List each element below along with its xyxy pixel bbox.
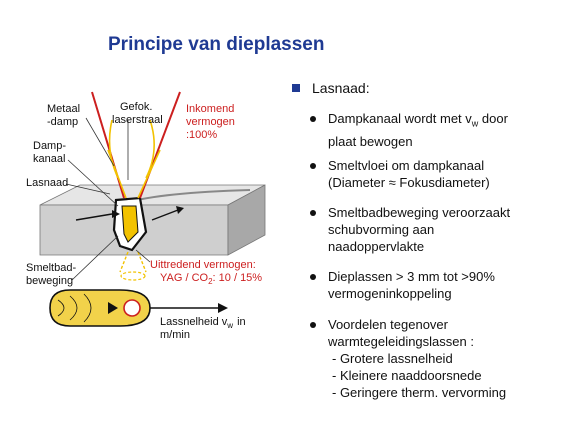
exit-beam-ellipse [120, 271, 146, 281]
speed-arrowhead [218, 303, 228, 313]
bullet-text: Smeltbadbeweging veroorzaakt [328, 205, 511, 220]
flow-arrowhead [108, 302, 118, 314]
label-gefok-1: Gefok. [120, 101, 152, 113]
leader-lasnaad [65, 183, 111, 195]
sub-item: - Grotere lassnelheid [332, 351, 453, 366]
deep-welding-diagram: Metaal -damp Gefok. laserstraal Inkomend… [26, 91, 266, 341]
label-smeltbad-2: beweging [26, 275, 73, 287]
exit-beam [119, 251, 147, 273]
label-dampkanaal-1: Damp- [33, 140, 66, 152]
bullet-dot-icon [310, 210, 316, 216]
bullet-text: warmtegeleidingslassen : [328, 334, 474, 349]
ripple-lines [57, 293, 92, 323]
bullets-heading: Lasnaad: [292, 80, 370, 96]
bullet-text: (Diameter ≈ Fokusdiameter) [328, 175, 490, 190]
bullet-item-1: Dampkanaal wordt met vw door plaat bewog… [310, 110, 508, 150]
bullet-text: naadoppervlakte [328, 239, 425, 254]
bullet-text: vermogeninkoppeling [328, 286, 452, 301]
sub-item: - Geringere therm. vervorming [332, 385, 507, 400]
laser-ray-right [137, 149, 161, 199]
label-uittredend-2: YAG / CO2: 10 / 15% [160, 272, 262, 286]
melt-pool-flow [121, 205, 139, 243]
label-inkomend-3: :100% [186, 129, 217, 141]
bullet-dot-icon [310, 163, 316, 169]
bullet-text: Voordelen tegenover [328, 317, 448, 332]
bullet-item-3: Smeltbadbeweging veroorzaakt schubvormin… [310, 204, 510, 255]
motion-arrow-1 [75, 213, 113, 221]
bullet-text: Smeltvloei om dampkanaal [328, 158, 485, 173]
bullet-dot-icon [310, 116, 316, 122]
bullet-dot-icon [310, 322, 316, 328]
label-metaal-1: Metaal [47, 103, 80, 115]
heading-text: Lasnaad: [312, 80, 370, 96]
leader-smeltbad [71, 235, 119, 281]
label-lasnaad: Lasnaad [26, 177, 68, 189]
square-bullet-icon [292, 84, 300, 92]
leader-dampkanaal [67, 159, 119, 207]
bullet-item-5: Voordelen tegenover warmtegeleidingslass… [310, 316, 506, 401]
label-inkomend-2: vermogen [186, 116, 235, 128]
plate-side-face [227, 184, 266, 256]
motion-arrowhead-2 [176, 206, 184, 214]
keyhole-top-view [123, 299, 141, 317]
label-gefok-2: laserstraal [112, 114, 163, 126]
bullet-dot-icon [310, 274, 316, 280]
bullet-text: Dampkanaal wordt met vw door [328, 111, 508, 129]
motion-arrowhead-1 [112, 210, 120, 218]
bullet-item-4: Dieplassen > 3 mm tot >90% vermogeninkop… [310, 268, 495, 302]
label-metaal-2: -damp [47, 116, 78, 128]
label-uittredend-1: Uittredend vermogen: [150, 259, 256, 271]
sub-item: - Kleinere naaddoorsnede [332, 368, 482, 383]
label-lassnelheid-2: m/min [160, 329, 190, 341]
bullet-item-2: Smeltvloei om dampkanaal (Diameter ≈ Fok… [310, 157, 490, 191]
bullet-text: Dieplassen > 3 mm tot >90% [328, 269, 495, 284]
leader-metaal [85, 117, 115, 167]
metal-vapour-plume [108, 119, 155, 179]
bullet-text: schubvorming aan [328, 222, 435, 237]
bullet-text: plaat bewogen [328, 133, 413, 149]
leader-uittredend [135, 249, 151, 263]
label-dampkanaal-2: kanaal [33, 153, 65, 165]
slide-title: Principe van dieplassen [108, 34, 325, 55]
label-smeltbad-1: Smeltbad- [26, 262, 76, 274]
motion-arrow-2 [151, 209, 179, 221]
plate-top-face [39, 184, 266, 206]
label-inkomend-1: Inkomend [186, 103, 234, 115]
